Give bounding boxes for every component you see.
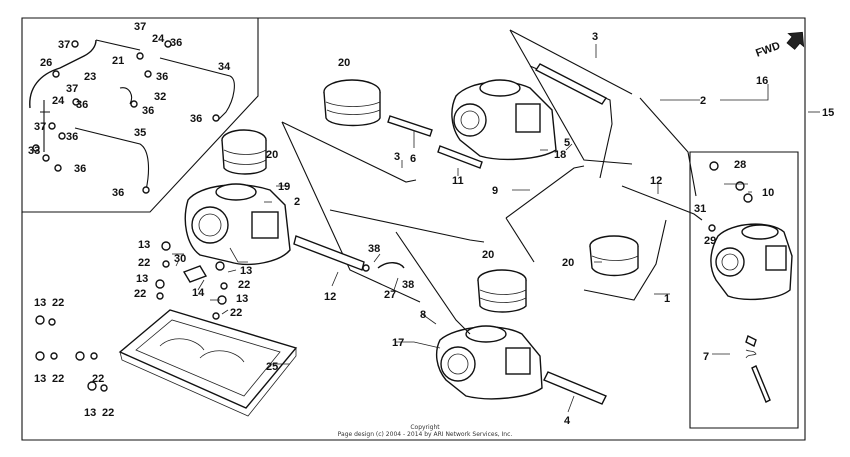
callout-27: 27 — [384, 289, 396, 301]
callout-2: 2 — [700, 95, 706, 107]
leader-lines — [172, 44, 820, 413]
float-chamber-tray — [118, 309, 298, 417]
callout-16: 16 — [756, 75, 768, 87]
carburetor-right — [710, 223, 793, 301]
callout-38a: 38 — [368, 243, 380, 255]
callout-13a: 13 — [138, 239, 150, 251]
hose-lines — [29, 39, 235, 194]
carburetor-top-center — [451, 79, 557, 161]
callout-8: 8 — [420, 309, 426, 321]
callout-28: 28 — [734, 159, 746, 171]
carburetor-left — [184, 183, 291, 265]
callout-37a: 37 — [134, 21, 146, 33]
callout-10: 10 — [762, 187, 774, 199]
callout-32: 32 — [154, 91, 166, 103]
callout-13b: 13 — [136, 273, 148, 285]
callout-2b: 2 — [294, 196, 300, 208]
forward-arrow-icon — [786, 31, 805, 50]
callout-35: 35 — [134, 127, 146, 139]
callout-22d: 22 — [230, 307, 242, 319]
main-frame — [21, 17, 806, 441]
callout-24a: 24 — [152, 33, 165, 45]
callout-37b: 37 — [58, 39, 70, 51]
callout-12: 12 — [650, 175, 662, 187]
callout-13g: 13 — [84, 407, 96, 419]
intake-boot-bottom — [477, 269, 527, 313]
callout-13c: 13 — [240, 265, 252, 277]
callout-19: 19 — [278, 181, 290, 193]
callout-22e: 22 — [52, 297, 64, 309]
callout-29: 29 — [704, 235, 716, 247]
callout-3b: 3 — [394, 151, 400, 163]
callout-30: 30 — [174, 253, 186, 265]
callout-20c: 20 — [482, 249, 494, 261]
callout-numbers: 1 2 2 3 3 4 5 6 7 8 9 10 11 12 12 13 13 … — [28, 21, 834, 427]
callout-3: 3 — [592, 31, 598, 43]
callout-22c: 22 — [238, 279, 250, 291]
intake-boot-right — [589, 235, 639, 277]
callout-26: 26 — [40, 57, 52, 69]
copyright-text: Page design (c) 2004 - 2014 by ARI Netwo… — [338, 431, 513, 438]
callout-21: 21 — [112, 55, 124, 67]
callout-5: 5 — [564, 137, 570, 149]
linkage-plates — [281, 29, 703, 405]
callout-25: 25 — [266, 361, 278, 373]
callout-13f: 13 — [34, 373, 46, 385]
callout-36f: 36 — [74, 163, 86, 175]
callout-36b: 36 — [156, 71, 168, 83]
callout-7: 7 — [703, 351, 709, 363]
callout-11: 11 — [452, 175, 464, 187]
callout-38b: 38 — [402, 279, 414, 291]
callout-36h: 36 — [190, 113, 202, 125]
callout-13d: 13 — [236, 293, 248, 305]
callout-37c: 37 — [66, 83, 78, 95]
callout-6: 6 — [410, 153, 416, 165]
callout-15: 15 — [822, 107, 834, 119]
callout-14: 14 — [192, 287, 205, 299]
callout-31: 31 — [694, 203, 706, 215]
callout-36e: 36 — [66, 131, 78, 143]
callout-22a: 22 — [138, 257, 150, 269]
intake-boot-top — [323, 79, 381, 127]
callout-22f: 22 — [52, 373, 64, 385]
callout-23: 23 — [84, 71, 96, 83]
right-subassembly-frame — [689, 151, 799, 429]
callout-22g: 22 — [92, 373, 104, 385]
callout-36d: 36 — [76, 99, 88, 111]
callout-37d: 37 — [34, 121, 46, 133]
hose-subassembly-frame — [21, 17, 259, 213]
callout-22h: 22 — [102, 407, 114, 419]
callout-20d: 20 — [562, 257, 574, 269]
callout-9: 9 — [492, 185, 498, 197]
intake-boot-left — [221, 129, 267, 175]
callout-36c: 36 — [142, 105, 154, 117]
callout-36g: 36 — [112, 187, 124, 199]
carburetor-bottom-center — [435, 325, 543, 400]
callout-24b: 24 — [52, 95, 65, 107]
copyright-label: Copyright — [410, 424, 440, 431]
callout-36a: 36 — [170, 37, 182, 49]
callout-34: 34 — [218, 61, 231, 73]
callout-33: 33 — [28, 145, 40, 157]
callout-20a: 20 — [338, 57, 350, 69]
small-hardware — [35, 161, 771, 403]
direction-label: FWD — [754, 40, 782, 60]
callout-1: 1 — [664, 293, 670, 305]
callout-12b: 12 — [324, 291, 336, 303]
callout-22b: 22 — [134, 288, 146, 300]
callout-17: 17 — [392, 337, 404, 349]
callout-4: 4 — [564, 415, 571, 427]
callout-13e: 13 — [34, 297, 46, 309]
callout-18: 18 — [554, 149, 566, 161]
callout-20b: 20 — [266, 149, 278, 161]
